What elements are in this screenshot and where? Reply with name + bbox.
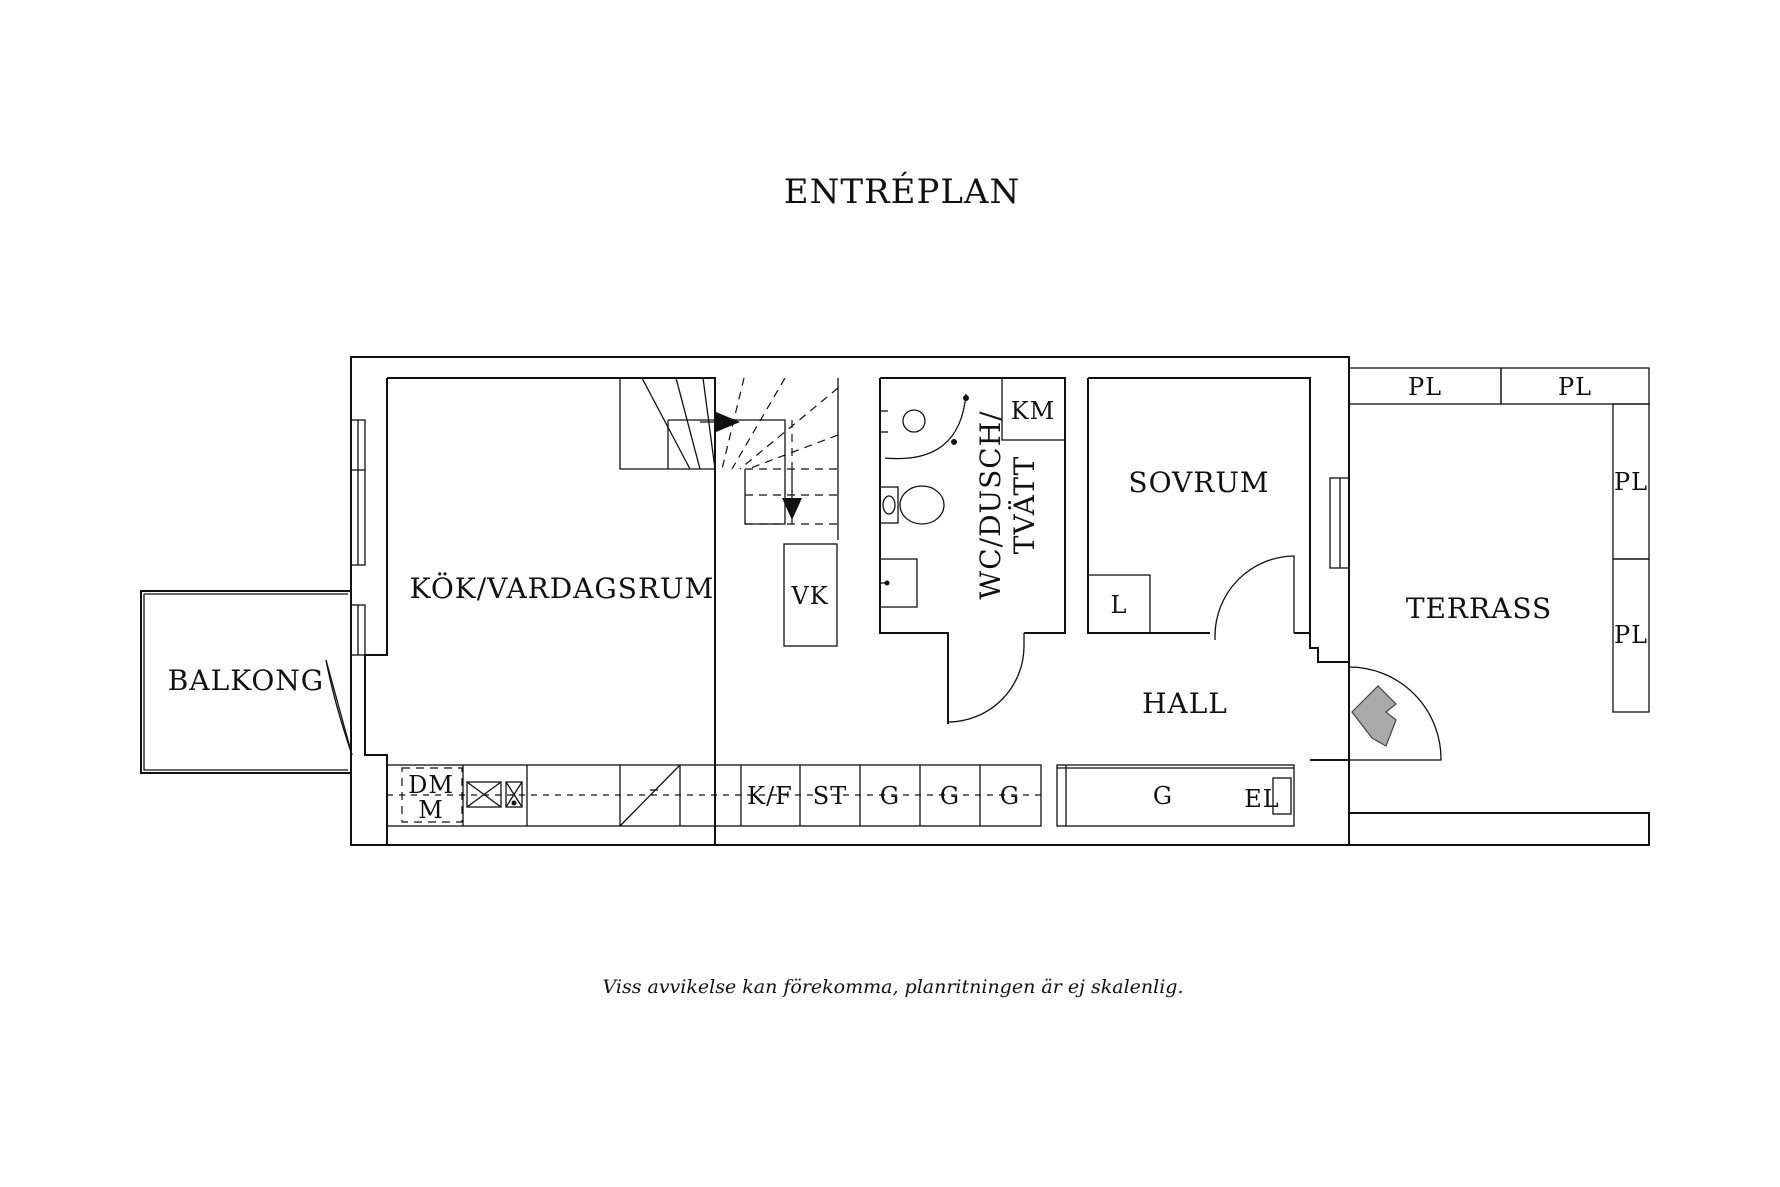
vk-label: VK bbox=[790, 582, 828, 610]
washbasin-icon bbox=[879, 558, 918, 608]
bathroom-label-line1: WC/DUSCH/ bbox=[974, 410, 1007, 599]
pl-label-2: PL bbox=[1558, 373, 1592, 401]
bathroom-door bbox=[947, 633, 1025, 723]
balcony bbox=[140, 590, 353, 774]
g-label-3: G bbox=[1000, 782, 1020, 810]
entrance-door bbox=[1348, 666, 1442, 761]
shower-icon bbox=[880, 393, 969, 460]
bathroom-fixtures bbox=[879, 377, 1066, 608]
g-label-4: G bbox=[1153, 782, 1173, 810]
wardrobe-l bbox=[1087, 574, 1151, 634]
stair-arrow-icon bbox=[716, 412, 740, 432]
stove-icon bbox=[466, 781, 502, 808]
kitchen-counter bbox=[386, 764, 1295, 827]
pl-label-1: PL bbox=[1408, 373, 1442, 401]
footnote: Viss avvikelse kan förekomma, planritnin… bbox=[602, 976, 1183, 998]
sink-icon bbox=[505, 781, 523, 808]
el-label: EL bbox=[1244, 785, 1279, 813]
stair-down-arrow-icon bbox=[782, 498, 802, 520]
bedroom-door bbox=[1214, 555, 1295, 640]
pl-label-3: PL bbox=[1614, 468, 1648, 496]
terrace-label: TERRASS bbox=[1406, 592, 1552, 625]
staircase bbox=[619, 377, 839, 540]
kf-label: K/F bbox=[747, 782, 793, 810]
m-label: M bbox=[418, 796, 444, 824]
entrance-arrow-icon bbox=[1351, 685, 1397, 747]
vk-cabinet bbox=[783, 543, 838, 647]
pl-label-4: PL bbox=[1614, 621, 1648, 649]
bathroom-label: WC/DUSCH/ TVÄTT bbox=[974, 410, 1041, 599]
balcony-label: BALKONG bbox=[168, 664, 324, 697]
plan-title: ENTRÉPLAN bbox=[784, 171, 1020, 212]
g-label-2: G bbox=[940, 782, 960, 810]
hall-label: HALL bbox=[1142, 687, 1228, 720]
terrace bbox=[1348, 367, 1650, 846]
km-label: KM bbox=[1011, 397, 1056, 425]
interior-walls bbox=[879, 377, 1350, 761]
bedroom-label: SOVRUM bbox=[1128, 466, 1269, 499]
west-windows bbox=[350, 419, 366, 656]
kitchen-living-label: KÖK/VARDAGSRUM bbox=[410, 571, 715, 605]
g-label-1: G bbox=[880, 782, 900, 810]
toilet-icon bbox=[879, 485, 945, 525]
dm-label: DM bbox=[408, 771, 454, 799]
st-label: ST bbox=[813, 782, 847, 810]
bathroom-label-line2: TVÄTT bbox=[1008, 456, 1041, 555]
wardrobe-l-label: L bbox=[1111, 591, 1128, 619]
